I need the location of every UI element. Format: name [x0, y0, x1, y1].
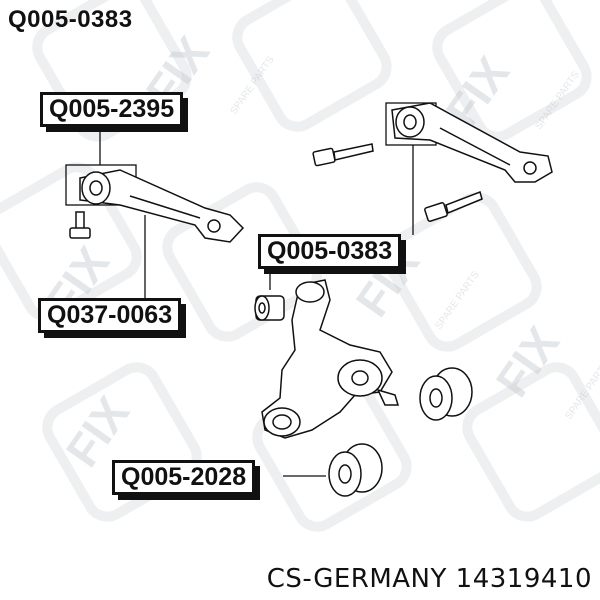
callout-label: Q005-2028: [112, 460, 261, 500]
small-bushing: [254, 295, 285, 321]
steering-knuckle: [261, 279, 400, 439]
upper-right-control-arm: [391, 102, 553, 183]
large-bushing-bottom: [328, 443, 383, 497]
upper-left-control-arm: [79, 169, 245, 243]
watermark-tagline-text: SPARE PARTS: [433, 269, 481, 332]
right-bolt: [424, 191, 483, 222]
callout-label: Q005-2395: [40, 92, 189, 132]
large-bushing-right: [419, 367, 473, 421]
footer-reference: CS-GERMANY 14319410: [266, 564, 592, 594]
left-bolt: [69, 211, 91, 239]
callout-label: Q037-0063: [38, 298, 187, 338]
page-title: Q005-0383: [8, 6, 133, 33]
callout-label: Q005-0383: [258, 234, 407, 274]
middle-bolt: [312, 143, 374, 167]
